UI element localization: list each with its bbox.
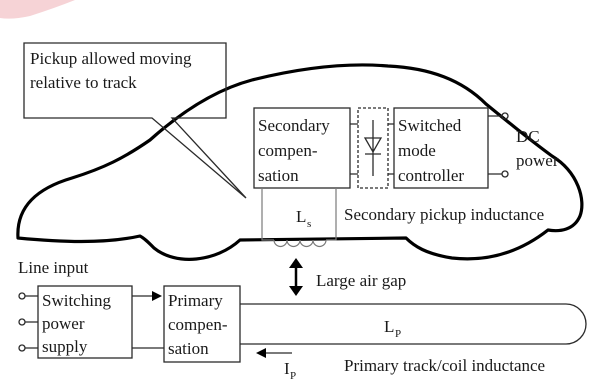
dc-power-line-2: power xyxy=(516,151,559,170)
rectifier-diode xyxy=(357,107,389,189)
switching-power-supply-line-1: Switching xyxy=(42,291,111,310)
primary-current-arrow: I P xyxy=(256,348,296,382)
line-terminal-1 xyxy=(18,292,26,300)
primary-compensation-line-3: sation xyxy=(168,339,209,358)
switching-power-supply-line-3: supply xyxy=(42,337,88,356)
primary-compensation-line-1: Primary xyxy=(168,291,223,310)
line-terminal-3 xyxy=(18,344,26,352)
switched-mode-controller-line-2: mode xyxy=(398,141,436,160)
callout-bubble: Pickup allowed moving relative to track xyxy=(23,42,247,199)
callout-text-line-2: relative to track xyxy=(30,73,137,92)
pickup-inductance-symbol: L xyxy=(296,207,306,226)
line-input-label: Line input xyxy=(18,258,89,277)
dc-terminal-negative xyxy=(501,170,509,178)
secondary-compensation-line-2: compen- xyxy=(258,141,318,160)
supply-to-compensation-wiring xyxy=(132,291,164,349)
primary-current-symbol: I xyxy=(284,359,290,378)
corner-watermark xyxy=(0,0,75,19)
secondary-compensation-line-1: Secondary xyxy=(258,116,330,135)
primary-compensation-block: Primary compen- sation xyxy=(163,285,241,363)
air-gap-arrow: Large air gap xyxy=(289,258,406,296)
primary-compensation-line-2: compen- xyxy=(168,315,228,334)
callout-text-line-1: Pickup allowed moving xyxy=(30,49,192,68)
line-terminal-2 xyxy=(18,318,26,326)
primary-track-label: Primary track/coil inductance xyxy=(344,356,545,375)
switched-mode-controller-line-3: controller xyxy=(398,166,464,185)
vehicle-outline xyxy=(16,63,584,261)
switching-power-supply-line-2: power xyxy=(42,314,85,333)
switched-mode-controller-line-1: Switched xyxy=(398,116,462,135)
switched-mode-controller-block: Switched mode controller xyxy=(393,107,489,189)
dc-output: DC power xyxy=(488,112,559,178)
primary-track-subscript: P xyxy=(395,328,401,340)
switching-power-supply-block: Switching power supply xyxy=(37,285,133,359)
pickup-coil: L s Secondary pickup inductance xyxy=(261,188,544,248)
air-gap-label: Large air gap xyxy=(316,271,406,290)
secondary-compensation-line-3: sation xyxy=(258,166,299,185)
pickup-inductance-label: Secondary pickup inductance xyxy=(344,205,544,224)
pickup-inductance-subscript: s xyxy=(307,218,311,230)
primary-track-symbol: L xyxy=(384,317,394,336)
secondary-compensation-block: Secondary compen- sation xyxy=(253,107,351,189)
dc-power-line-1: DC xyxy=(516,127,540,146)
line-input-terminals xyxy=(18,292,38,352)
primary-current-subscript: P xyxy=(290,370,296,382)
secondary-wiring xyxy=(350,123,394,175)
dc-terminal-positive xyxy=(501,112,509,120)
primary-track-loop: L P xyxy=(240,303,587,345)
